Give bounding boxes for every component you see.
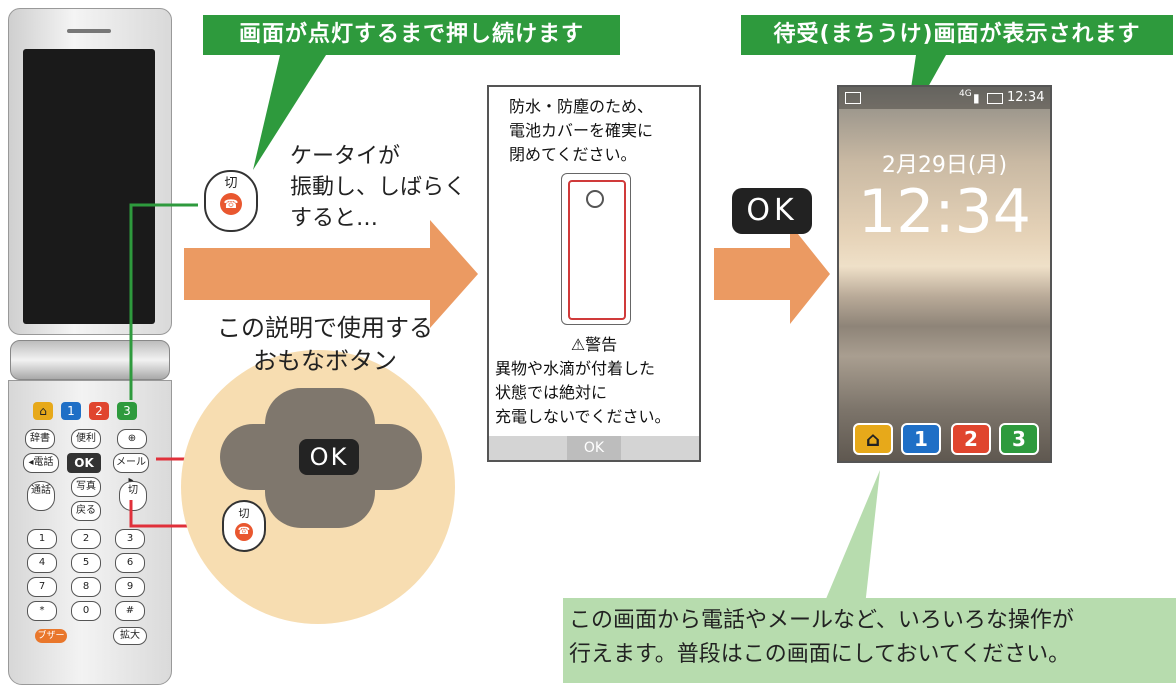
power-button-small: 切 ☎: [222, 500, 266, 552]
buttons-caption: この説明で使用する おもなボタン: [195, 312, 455, 378]
standby-date: 2月29日(月): [881, 153, 1008, 178]
key-num-3[interactable]: 3: [115, 529, 145, 549]
left-callout-pointer: [253, 55, 326, 170]
dpad-ok-button: OK: [299, 439, 359, 475]
dialog-warning-2: 状態では絶対に: [495, 383, 608, 402]
key-photo[interactable]: 写真: [71, 477, 101, 497]
buttons-caption-line-1: この説明で使用する: [217, 314, 433, 342]
camera-lens-icon: [586, 190, 604, 208]
status-time: 12:34: [1007, 90, 1045, 105]
green-connector: [129, 203, 198, 400]
standby-note-line-1: この画面から電話やメールなど、いろいろな操作が: [569, 608, 1074, 633]
ok-badge: OK: [732, 188, 812, 234]
waterproof-dialog: 防水・防塵のため、 電池カバーを確実に 閉めてください。 ⚠警告 異物や水滴が付…: [487, 85, 701, 462]
key-num-4[interactable]: 4: [27, 553, 57, 573]
phone-hinge: [10, 340, 170, 380]
dialog-ok-button[interactable]: OK: [567, 436, 621, 460]
key-num-5[interactable]: 5: [71, 553, 101, 573]
power-button-illustration: 切 ☎: [204, 170, 258, 232]
step-text-line-3: すると…: [290, 206, 379, 231]
phone-upper-body: [8, 8, 172, 335]
key-camera-top[interactable]: ⊕: [117, 429, 147, 449]
right-callout: 待受(まちうけ)画面が表示されます: [741, 15, 1173, 55]
dock-3[interactable]: 3: [999, 423, 1039, 455]
dialog-intro-2: 電池カバーを確実に: [509, 121, 654, 140]
signal-icon: ▮: [973, 91, 980, 105]
key-phone-left[interactable]: ◂電話: [23, 453, 59, 473]
key-3-green[interactable]: 3: [117, 402, 137, 420]
battery-cover-outline: [568, 180, 626, 320]
left-callout: 画面が点灯するまで押し続けます: [203, 15, 620, 55]
phone-speaker: [67, 29, 111, 33]
step-text: ケータイが 振動し、しばらく すると…: [290, 141, 466, 234]
dialog-warning-3: 充電しないでください。: [495, 407, 671, 426]
key-mail-right[interactable]: メール▸: [113, 453, 149, 486]
dialog-intro-3: 閉めてください。: [509, 145, 637, 164]
key-num-0[interactable]: 0: [71, 601, 101, 621]
mail-icon: [845, 92, 861, 104]
power-phone-icon: ☎: [220, 193, 242, 215]
step-text-line-2: 振動し、しばらく: [290, 175, 467, 200]
key-2-red[interactable]: 2: [89, 402, 109, 420]
key-zoom[interactable]: 拡大: [113, 627, 147, 645]
status-bar: 4G ▮ 12:34: [839, 87, 1050, 109]
key-call[interactable]: 通話: [27, 481, 55, 511]
key-buzzer[interactable]: ブザー: [35, 629, 67, 643]
dialog-warning-1: 異物や水滴が付着した: [495, 359, 656, 378]
key-home[interactable]: ⌂: [33, 402, 53, 420]
standby-screen: 4G ▮ 12:34 2月29日(月) 12:34 ⌂ 1 2 3: [837, 85, 1052, 463]
arrow-to-standby: [714, 224, 830, 324]
key-power[interactable]: 切: [119, 481, 147, 511]
standby-note-line-2: 行えます。普段はこの画面にしておいてください。: [569, 642, 1071, 667]
phone-lower-body: ⌂ 1 2 3 辞書 便利 ⊕ ◂電話 OK メール▸ 通話 写真 戻る 切 1…: [8, 380, 172, 685]
standby-note: この画面から電話やメールなど、いろいろな操作が 行えます。普段はこの画面にしてお…: [563, 598, 1176, 683]
key-hash[interactable]: #: [115, 601, 145, 621]
phone-display: [23, 49, 155, 324]
standby-clock: 12:34: [858, 177, 1031, 247]
key-back[interactable]: 戻る: [71, 501, 101, 521]
battery-icon: [987, 93, 1003, 104]
key-benri[interactable]: 便利: [71, 429, 101, 449]
arrow-to-dialog: [184, 220, 478, 328]
key-num-7[interactable]: 7: [27, 577, 57, 597]
power-button-kanji: 切: [224, 176, 238, 191]
battery-cover-image: [561, 173, 631, 325]
power-button-small-kanji: 切: [238, 507, 250, 520]
key-num-6[interactable]: 6: [115, 553, 145, 573]
buttons-caption-line-2: おもなボタン: [253, 347, 397, 375]
step-text-line-1: ケータイが: [290, 144, 401, 169]
phone-illustration: ⌂ 1 2 3 辞書 便利 ⊕ ◂電話 OK メール▸ 通話 写真 戻る 切 1…: [8, 8, 178, 685]
network-label: 4G: [959, 89, 972, 99]
key-ok[interactable]: OK: [67, 453, 101, 473]
key-num-8[interactable]: 8: [71, 577, 101, 597]
key-1-blue[interactable]: 1: [61, 402, 81, 420]
dialog-intro-1: 防水・防塵のため、: [509, 97, 654, 116]
key-num-1[interactable]: 1: [27, 529, 57, 549]
dock-1[interactable]: 1: [901, 423, 941, 455]
power-phone-small-icon: ☎: [235, 523, 253, 541]
key-num-2[interactable]: 2: [71, 529, 101, 549]
dialog-warning-title: ⚠警告: [570, 335, 618, 354]
dock-2[interactable]: 2: [951, 423, 991, 455]
key-jisho[interactable]: 辞書: [25, 429, 55, 449]
key-star[interactable]: *: [27, 601, 57, 621]
dock-home[interactable]: ⌂: [853, 423, 893, 455]
note-pointer: [823, 470, 880, 606]
key-num-9[interactable]: 9: [115, 577, 145, 597]
